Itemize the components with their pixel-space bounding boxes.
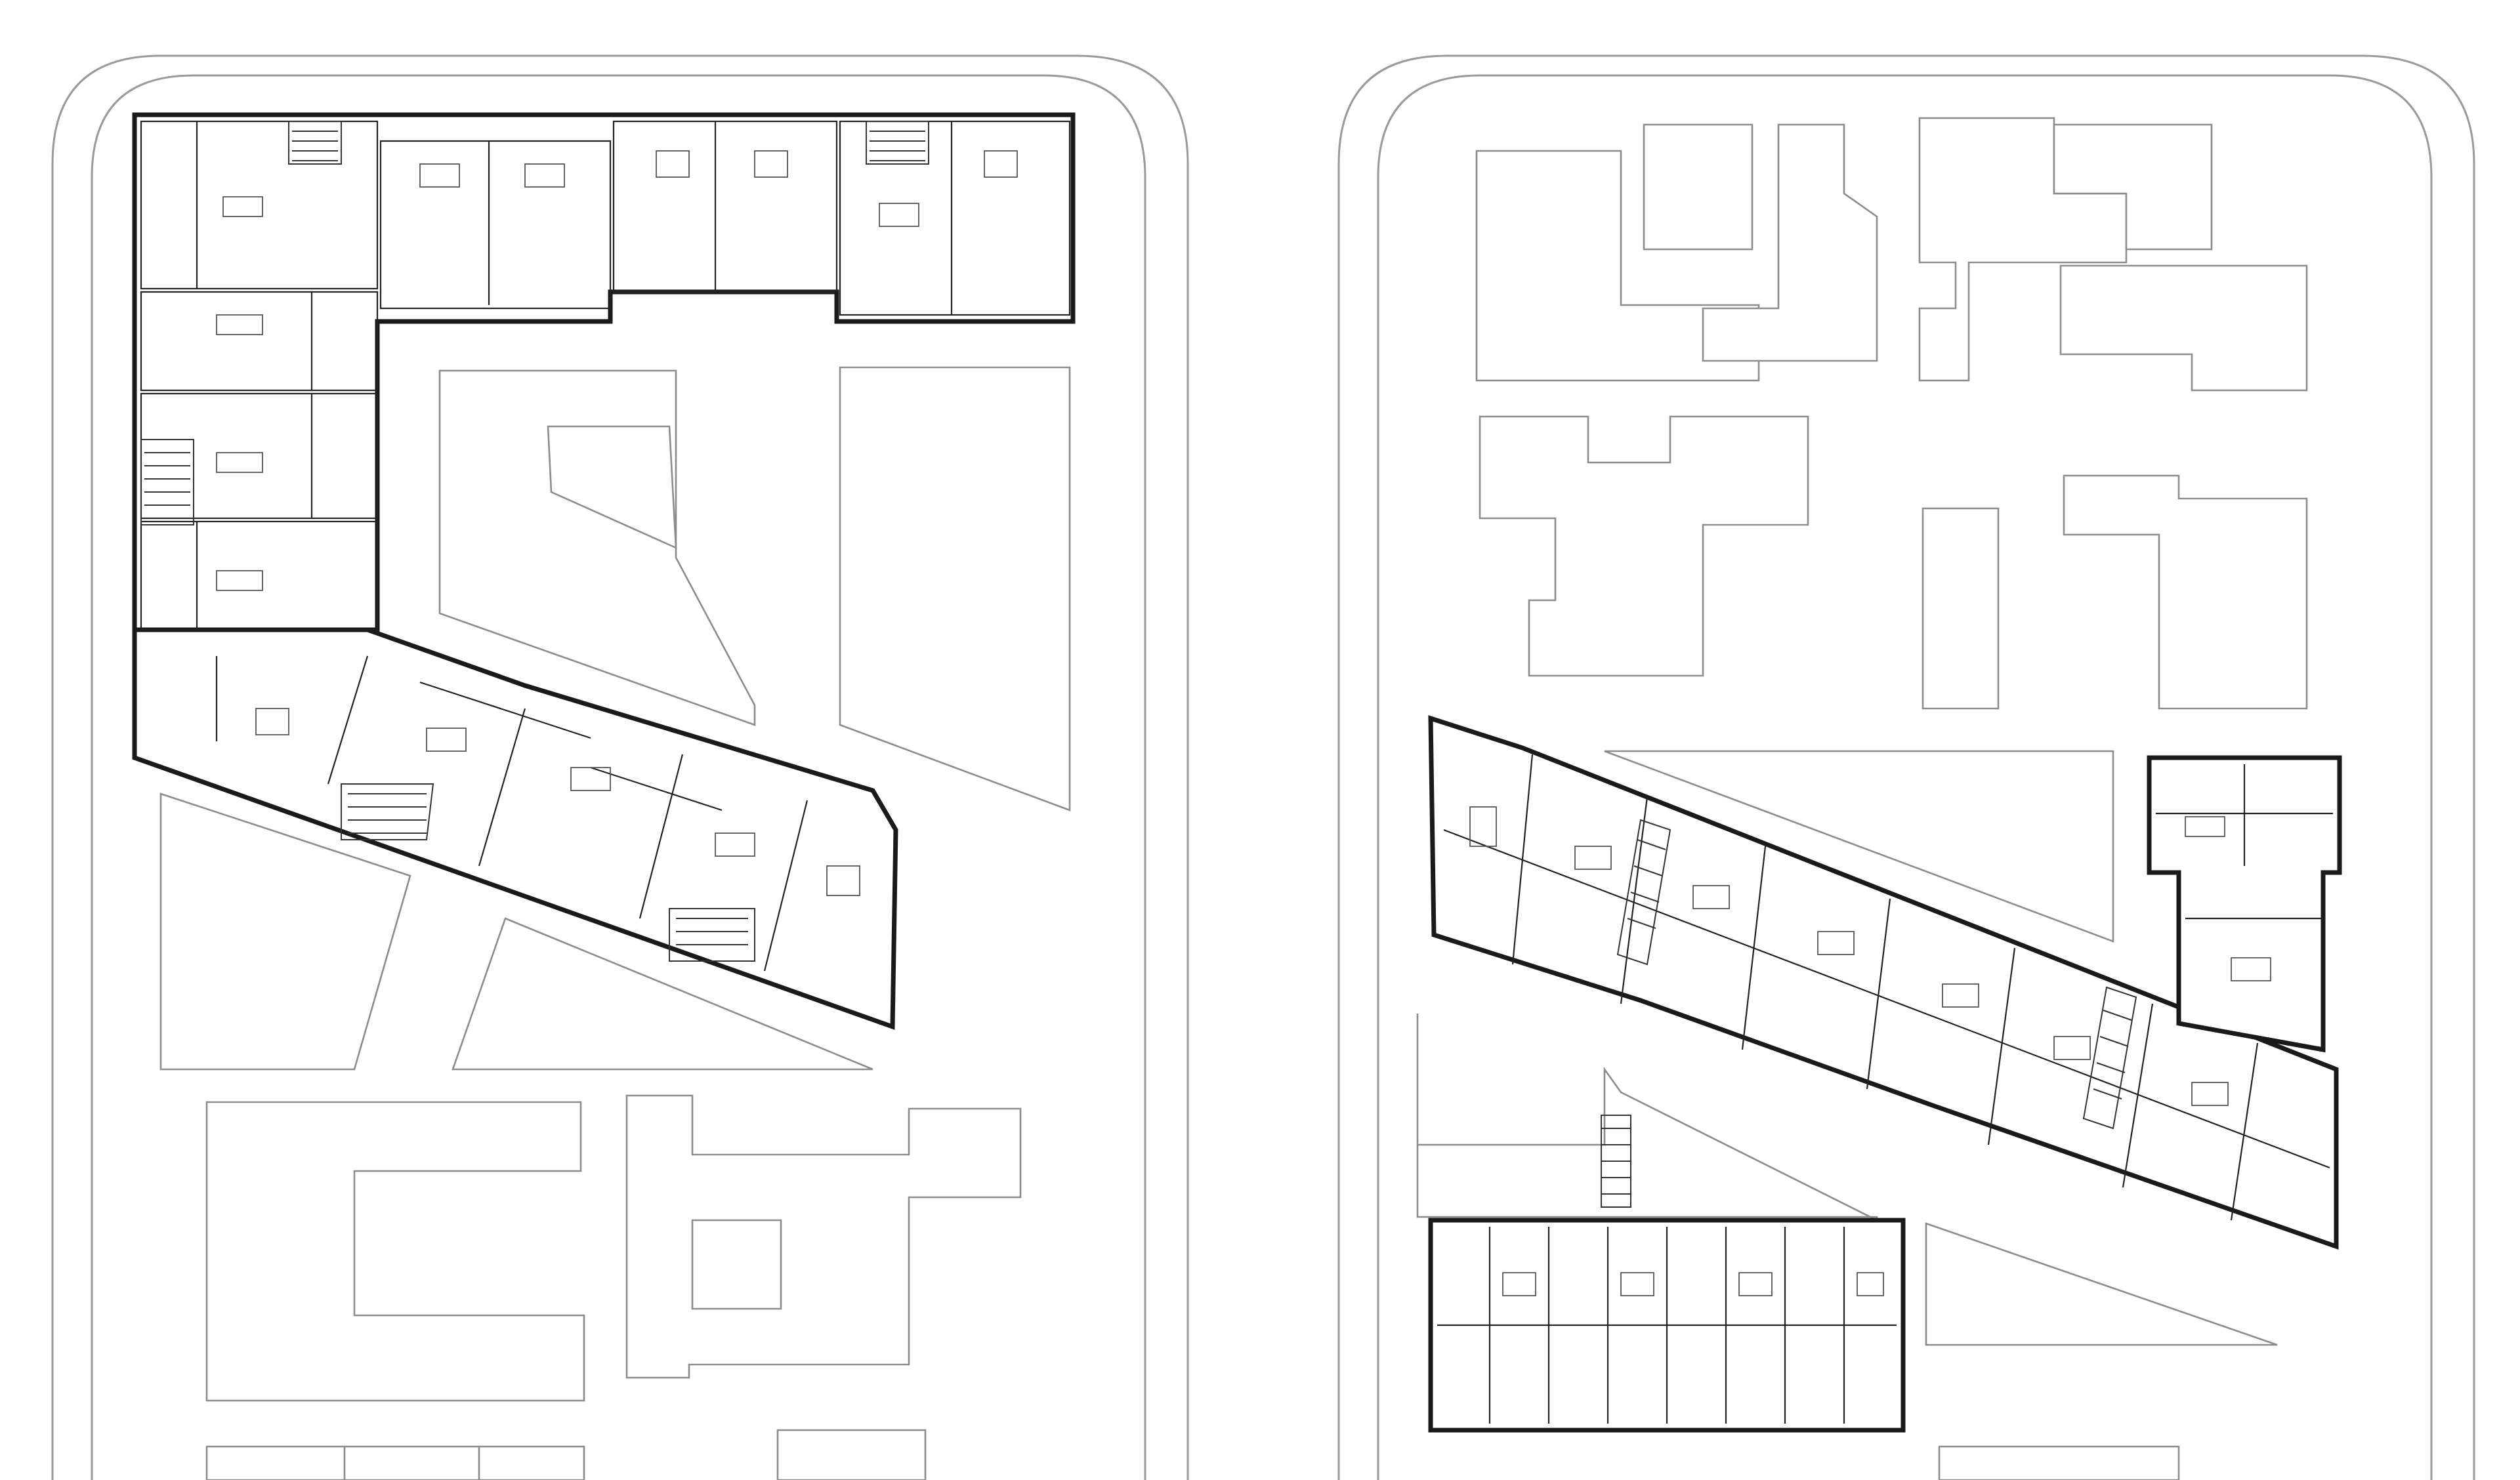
right-stair-east [2082,986,2137,1130]
left-stair-north [288,121,342,165]
left-stair-west [140,439,194,525]
left-stair-southeast [669,908,755,962]
right-stair-west [1616,819,1671,966]
street-curbs [51,54,2475,1480]
left-stair-northeast [866,121,929,165]
left-stair-wing [341,783,434,840]
left-building [132,112,1076,1030]
left-context-buildings [159,366,1071,1480]
right-building [1428,715,2342,1433]
right-context-buildings [1416,117,2308,1480]
right-stair-exterior [1601,1115,1631,1208]
